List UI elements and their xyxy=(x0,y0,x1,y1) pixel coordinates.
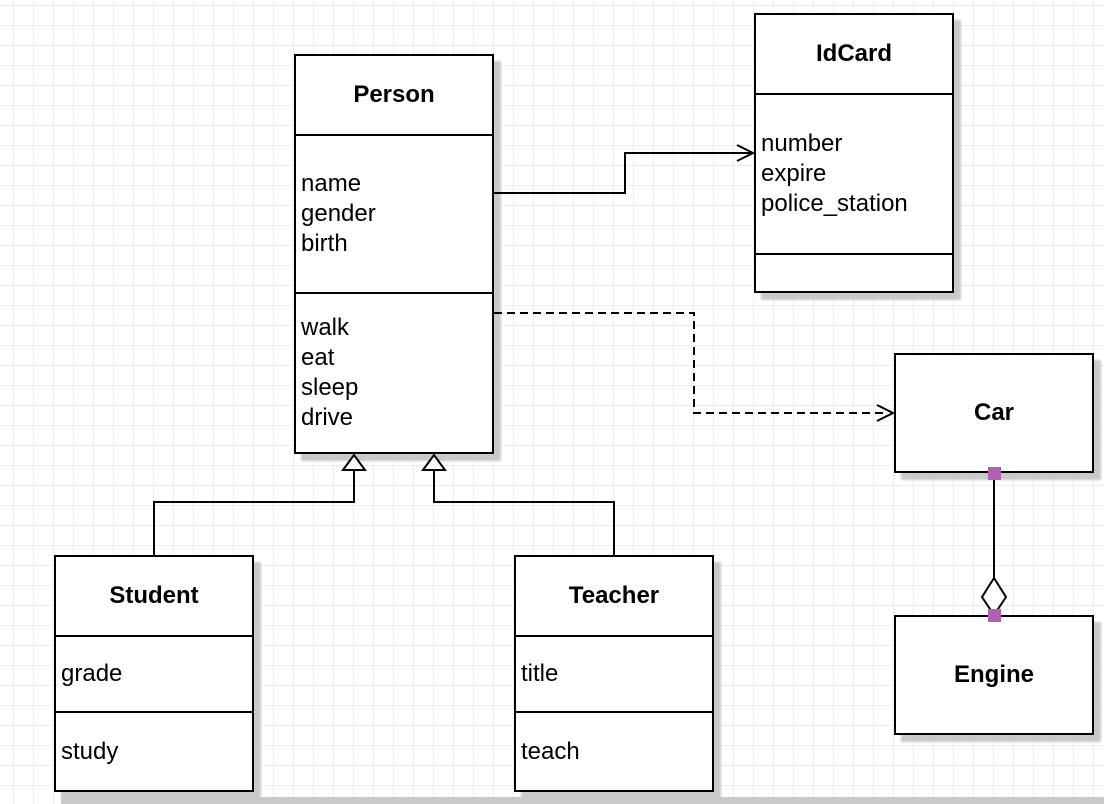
class-engine-title: Engine xyxy=(953,661,1034,688)
attribute: number xyxy=(761,130,843,157)
class-idcard-attributes: number expire police_station xyxy=(756,93,952,253)
class-teacher[interactable]: Teacher title teach xyxy=(514,555,714,792)
method: sleep xyxy=(301,374,359,401)
hollow-triangle-arrowhead xyxy=(341,453,367,471)
endpoint-handle[interactable] xyxy=(988,609,1001,622)
class-idcard[interactable]: IdCard number expire police_station xyxy=(754,13,954,293)
association-connector-person-idcard[interactable] xyxy=(494,144,756,194)
generalization-connector-student-person[interactable] xyxy=(153,453,367,555)
open-arrowhead xyxy=(736,144,756,162)
page-edge-shadow xyxy=(61,797,1104,804)
class-car-title: Car xyxy=(973,399,1015,426)
class-teacher-attributes: title xyxy=(516,635,712,711)
class-student-title: Student xyxy=(109,582,199,609)
class-teacher-title: Teacher xyxy=(568,582,660,609)
class-person[interactable]: Person name gender birth walk eat sleep … xyxy=(294,54,494,454)
attribute: gender xyxy=(301,200,376,227)
dependency-connector-person-car[interactable] xyxy=(494,312,896,422)
attribute: grade xyxy=(61,660,123,687)
open-arrowhead xyxy=(876,404,896,422)
class-idcard-title: IdCard xyxy=(815,40,892,67)
attribute: expire xyxy=(761,160,827,187)
method: walk xyxy=(301,314,350,341)
aggregation-connector-car-engine[interactable] xyxy=(980,467,1008,622)
class-person-methods: walk eat sleep drive xyxy=(296,292,492,452)
class-car[interactable]: Car xyxy=(894,353,1094,473)
hollow-triangle-arrowhead xyxy=(421,453,447,471)
class-idcard-methods xyxy=(756,253,952,291)
class-student-methods: study xyxy=(56,711,252,790)
method: eat xyxy=(301,344,335,371)
generalization-connector-teacher-person[interactable] xyxy=(421,453,615,555)
method: teach xyxy=(521,737,580,765)
class-person-title: Person xyxy=(353,81,435,108)
method: study xyxy=(61,737,119,765)
class-teacher-methods: teach xyxy=(516,711,712,790)
endpoint-handle[interactable] xyxy=(988,467,1001,480)
attribute: birth xyxy=(301,230,348,257)
attribute: name xyxy=(301,170,362,197)
attribute: title xyxy=(521,660,559,687)
class-person-attributes: name gender birth xyxy=(296,134,492,292)
method: drive xyxy=(301,404,354,431)
class-student-attributes: grade xyxy=(56,635,252,711)
class-engine[interactable]: Engine xyxy=(894,615,1094,735)
attribute: police_station xyxy=(761,190,908,217)
class-student[interactable]: Student grade study xyxy=(54,555,254,792)
